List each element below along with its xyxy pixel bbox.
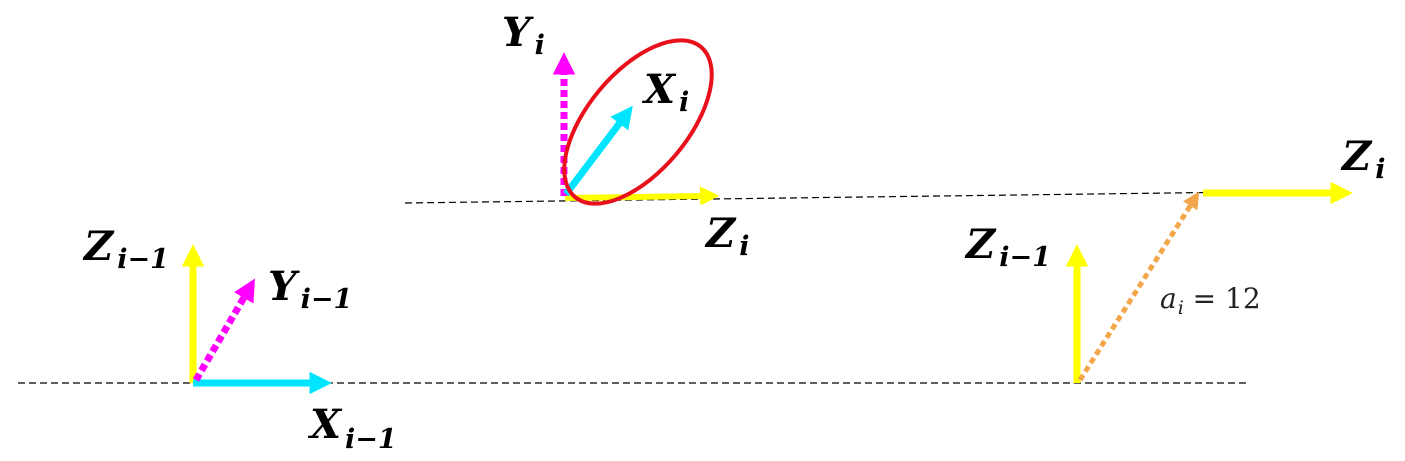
x-i-highlight-ellipse	[562, 38, 714, 206]
common-normal-upper-guide	[404, 191, 1247, 204]
y-prev-axis-left	[192, 278, 256, 382]
z-i-axis-mid	[564, 186, 720, 206]
offset-a-i-arrow	[1077, 191, 1200, 382]
label-a-i: ai = 12	[1160, 282, 1261, 319]
x-i-axis	[563, 105, 633, 197]
